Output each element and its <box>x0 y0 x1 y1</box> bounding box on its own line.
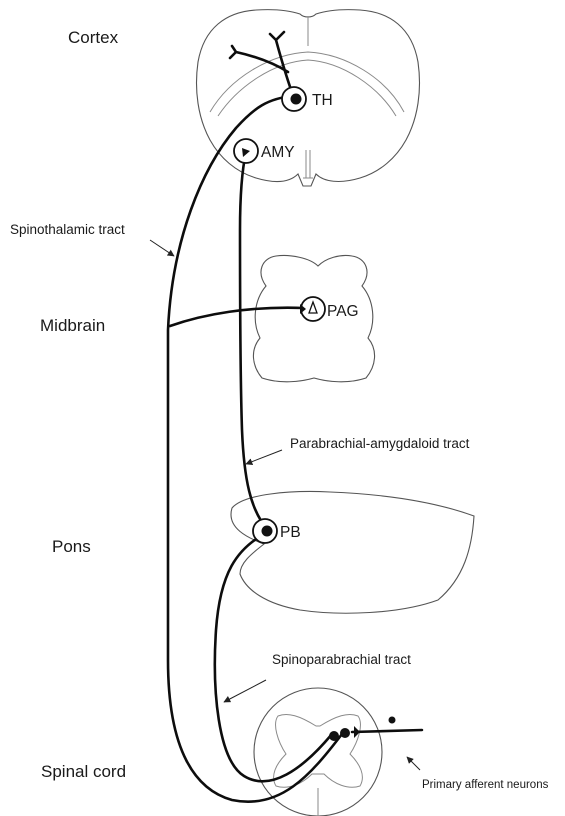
tract-label-spinoparabrachial: Spinoparabrachial tract <box>272 652 411 667</box>
level-label-pons: Pons <box>52 537 91 556</box>
arrow-parabrachial-amygdaloid <box>246 450 282 464</box>
arrow-spinothalamic <box>150 240 174 256</box>
arrow-spinoparabrachial <box>224 680 266 702</box>
level-label-cortex: Cortex <box>68 28 119 47</box>
nucleus-label-amy: AMY <box>261 144 295 161</box>
brain-coronal-section <box>197 10 420 186</box>
pons-section <box>231 492 474 614</box>
neuron-th <box>282 87 306 111</box>
neuron-pb <box>253 519 277 543</box>
tract-label-parabrachial-amygdaloid: Parabrachial-amygdaloid tract <box>290 436 470 451</box>
nucleus-label-th: TH <box>312 92 333 109</box>
tract-label-primary-afferent: Primary afferent neurons <box>422 779 549 791</box>
level-label-midbrain: Midbrain <box>40 316 105 335</box>
level-label-spinal-cord: Spinal cord <box>41 762 126 781</box>
neuron-amy <box>234 139 258 163</box>
tract-label-spinothalamic: Spinothalamic tract <box>10 222 125 237</box>
nucleus-label-pag: PAG <box>327 303 359 320</box>
nucleus-label-pb: PB <box>280 524 301 541</box>
neuron-pag <box>300 297 325 321</box>
arrow-primary-afferent <box>407 757 420 770</box>
